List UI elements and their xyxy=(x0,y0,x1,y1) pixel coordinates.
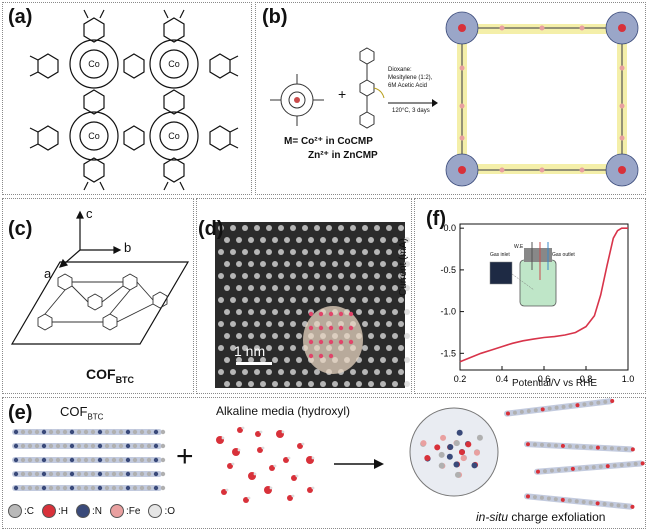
x-tick-label: 1.0 xyxy=(622,374,635,384)
reactant-porphyrin-icon xyxy=(270,74,324,126)
lsv-chart: 0.2 0.4 0.6 0.8 1.0 0.0 -0.5 -1.0 -1.5 xyxy=(440,223,635,384)
inset-cell: W.E Gas inlet Gas outlet xyxy=(488,240,578,310)
stacked-cof-layers xyxy=(12,429,166,491)
legend-swatch xyxy=(8,504,22,518)
panel-f-label: (f) xyxy=(426,208,446,230)
cmp-framework-square-icon xyxy=(445,11,639,187)
atom-legend: :C :H :N :Fe :O xyxy=(8,504,175,518)
cof-label-main: COF xyxy=(60,404,88,419)
linker-molecule-icon xyxy=(359,47,385,129)
inset-gas-inlet-label: Gas inlet xyxy=(490,252,510,258)
panel-e-label: (e) xyxy=(8,402,33,424)
legend-symbol: :Fe xyxy=(126,505,141,517)
panel-c-label: (c) xyxy=(8,218,33,240)
cof-label-sub: BTC xyxy=(87,412,104,422)
panel-e xyxy=(2,397,646,529)
inset-we-label: W.E xyxy=(514,244,524,250)
cof-caption-main: COF xyxy=(86,366,116,382)
metal-label-zn: Zn²⁺ in ZnCMP xyxy=(308,150,378,161)
y-tick-label: -0.5 xyxy=(440,265,456,275)
lsv-curve xyxy=(459,227,628,363)
overlay-highlight xyxy=(303,306,363,374)
y-tick-label: -1.0 xyxy=(440,307,456,317)
legend-symbol: :N xyxy=(92,505,102,517)
x-tick-label: 0.2 xyxy=(454,374,467,384)
x-tick-label: 0.4 xyxy=(496,374,509,384)
panel-f xyxy=(414,198,646,394)
svg-text:Co: Co xyxy=(88,131,100,141)
legend-item: :H xyxy=(42,504,68,518)
reaction-condition-line: 6M Acetic Acid xyxy=(388,83,428,89)
exfoliation-label: in-situ charge exfoliation xyxy=(476,510,605,524)
panel-d-label: (d) xyxy=(198,218,224,240)
cof-caption-sub: BTC xyxy=(115,374,135,385)
y-axis-title: Current (mA) xyxy=(398,238,409,296)
hydroxyl-scatter xyxy=(216,426,315,503)
panel-a xyxy=(2,2,252,195)
reaction-condition-temperature: 120°C, 3 days xyxy=(392,108,430,114)
panel-a-label: (a) xyxy=(8,6,33,28)
legend-swatch xyxy=(42,504,56,518)
panel-b-label: (b) xyxy=(262,6,288,28)
legend-swatch xyxy=(76,504,90,518)
x-tick-label: 0.8 xyxy=(580,374,593,384)
panel-d xyxy=(196,198,412,394)
y-tick-label: 0.0 xyxy=(443,223,456,233)
svg-text:Co: Co xyxy=(168,131,180,141)
exfoliated-layers xyxy=(409,398,645,510)
zoom-circle xyxy=(409,407,499,497)
reaction-condition-line: Dioxane: xyxy=(388,67,412,73)
metal-label-co: M= Co²⁺ in CoCMP xyxy=(284,136,373,147)
legend-item: :Fe xyxy=(110,504,140,518)
scale-bar-label: 1 nm xyxy=(234,343,266,359)
legend-symbol: :H xyxy=(58,505,68,517)
cof-btc-caption: COFBTC xyxy=(86,366,134,385)
alkaline-media-label: Alkaline media (hydroxyl) xyxy=(216,404,351,418)
reaction-condition-line: Mesitylene (1:2), xyxy=(388,75,433,81)
reaction-arrow xyxy=(388,99,438,107)
exfoliation-rest: charge exfoliation xyxy=(508,510,606,524)
exfoliation-italic: in-situ xyxy=(476,510,509,524)
plus-sign-e: + xyxy=(176,440,194,473)
legend-item: :N xyxy=(76,504,102,518)
axis-a-label: a xyxy=(44,266,52,281)
cof-unit-cell-lattice xyxy=(10,261,190,345)
inset-gas-outlet-label: Gas outlet xyxy=(552,252,575,258)
legend-swatch xyxy=(110,504,124,518)
reaction-conditions: Dioxane: Mesitylene (1:2), 6M Acetic Aci… xyxy=(388,66,432,90)
plus-sign: + xyxy=(338,86,347,102)
x-axis-title: Potential/V vs RHE xyxy=(512,378,598,389)
legend-symbol: :O xyxy=(164,505,176,517)
legend-swatch xyxy=(148,504,163,518)
panel-b xyxy=(255,2,646,195)
panel-c xyxy=(2,198,194,394)
legend-item: :C xyxy=(8,504,34,518)
axes-icon xyxy=(58,210,122,268)
tem-lattice-overlay xyxy=(218,225,410,387)
scale-bar xyxy=(236,362,272,365)
axis-b-label: b xyxy=(124,240,132,255)
electrochemical-cell-icon xyxy=(489,242,557,307)
svg-text:Co: Co xyxy=(88,59,100,69)
svg-text:Co: Co xyxy=(168,59,180,69)
x-tick-label: 0.6 xyxy=(538,374,551,384)
legend-item: :O xyxy=(148,504,175,518)
axis-c-label: c xyxy=(86,206,93,221)
cof-btc-label: COFBTC xyxy=(60,404,103,422)
legend-symbol: :C xyxy=(24,505,34,517)
process-arrow xyxy=(334,459,384,469)
y-tick-label: -1.5 xyxy=(440,348,456,358)
